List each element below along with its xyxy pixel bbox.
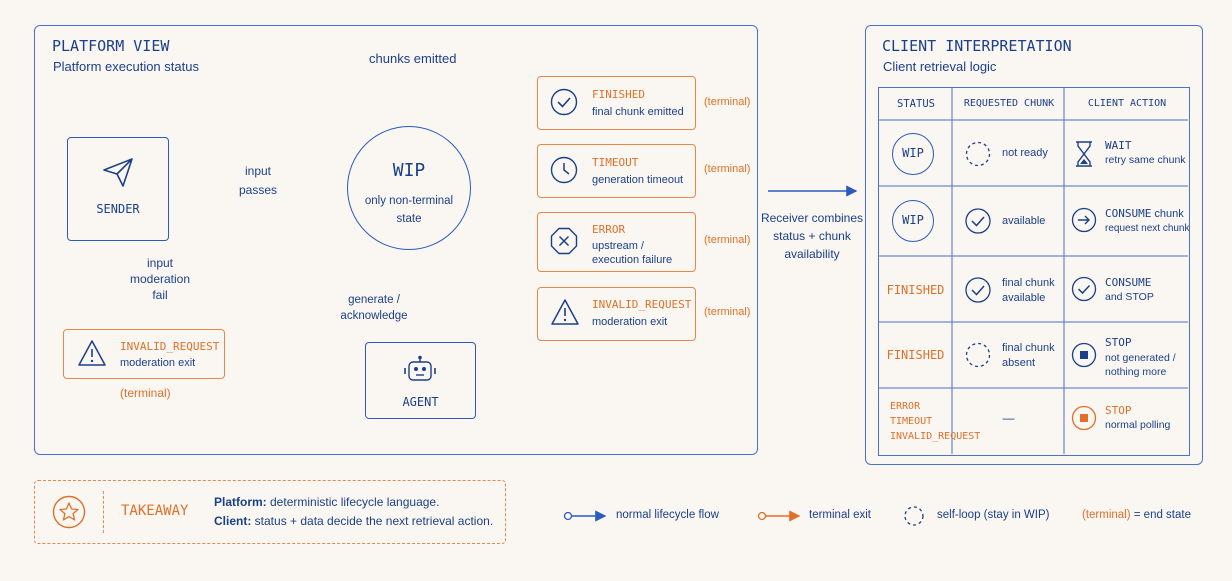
warning-triangle-icon xyxy=(78,340,106,366)
agent-label: AGENT xyxy=(402,395,439,409)
action-title: CONSUME xyxy=(1105,276,1152,289)
takeaway-divider xyxy=(103,491,104,533)
action-title: WAIT xyxy=(1105,139,1132,152)
action-title: STOP xyxy=(1105,336,1132,349)
clock-icon xyxy=(550,156,578,184)
platform-subtitle: Platform execution status xyxy=(53,59,199,74)
exit-error-sub1: upstream / xyxy=(592,240,644,252)
exit-timeout-title: TIMEOUT xyxy=(592,156,639,169)
chunks-emitted-label: chunks emitted xyxy=(369,51,457,66)
table-header-status: STATUS xyxy=(897,98,935,110)
invalid-request-title: INVALID_REQUEST xyxy=(120,340,220,353)
exit-error-terminal: (terminal) xyxy=(704,234,751,246)
sender-node: SENDER xyxy=(67,137,169,241)
legend-end-state: (terminal) = end state xyxy=(1082,509,1191,521)
agent-node: AGENT xyxy=(365,342,476,419)
star-circle-icon xyxy=(52,495,86,529)
exit-finished-sub: final chunk emitted xyxy=(592,106,684,118)
action-sub: retry same chunk xyxy=(1105,154,1186,166)
exit-invalid-title: INVALID_REQUEST xyxy=(592,298,692,311)
action-sub: normal polling xyxy=(1105,419,1171,431)
action-title: STOP xyxy=(1105,404,1132,417)
table-header-action: CLIENT ACTION xyxy=(1087,98,1167,109)
takeaway-line1: Platform: deterministic lifecycle langua… xyxy=(214,495,440,509)
generate-acknowledge-label: generate /acknowledge xyxy=(340,294,408,322)
chunk-text: available xyxy=(1002,215,1046,227)
octagon-x-icon xyxy=(550,227,578,255)
invalid-request-node: INVALID_REQUEST moderation exit xyxy=(63,329,225,379)
client-table: STATUS REQUESTED CHUNK CLIENT ACTION xyxy=(878,87,1190,456)
hourglass-icon xyxy=(1076,141,1092,167)
client-title: CLIENT INTERPRETATION xyxy=(882,37,1072,55)
stop-circle-icon xyxy=(1071,405,1097,431)
exit-error-node: ERROR upstream / execution failure xyxy=(537,212,696,272)
exit-timeout-sub: generation timeout xyxy=(592,174,684,186)
action-sub: and STOP xyxy=(1105,291,1154,303)
arrow-right-circle-icon xyxy=(1071,207,1097,233)
takeaway-box: TAKEAWAY Platform: deterministic lifecyc… xyxy=(34,480,506,544)
chunk-text: — xyxy=(1002,411,1015,425)
exit-timeout-terminal: (terminal) xyxy=(704,163,751,175)
invalid-request-terminal: (terminal) xyxy=(120,386,171,400)
takeaway-line2: Client: status + data decide the next re… xyxy=(214,514,494,528)
exit-finished-title: FINISHED xyxy=(592,88,645,101)
legend-terminal: terminal exit xyxy=(809,509,871,521)
check-circle-icon xyxy=(965,208,991,234)
robot-icon xyxy=(404,355,436,381)
dashed-circle-icon xyxy=(965,342,991,368)
action-sub: not generated /nothing more xyxy=(1105,352,1176,378)
stop-circle-icon xyxy=(1071,342,1097,368)
status-text: FINISHED xyxy=(886,348,945,362)
paper-plane-icon xyxy=(103,158,133,187)
platform-title: PLATFORM VIEW xyxy=(52,37,170,55)
exit-timeout-node: TIMEOUT generation timeout xyxy=(537,144,696,198)
exit-error-sub2: execution failure xyxy=(592,254,673,266)
client-interpretation-panel xyxy=(865,25,1203,465)
warning-triangle-icon xyxy=(551,299,579,325)
check-circle-icon xyxy=(1071,276,1097,302)
chunk-text: not ready xyxy=(1002,147,1048,159)
exit-invalid-sub: moderation exit xyxy=(592,316,668,328)
check-circle-icon xyxy=(550,88,578,116)
exit-finished-terminal: (terminal) xyxy=(704,96,751,108)
exit-invalid-node: INVALID_REQUEST moderation exit xyxy=(537,287,696,341)
status-badge: WIP xyxy=(892,133,934,175)
invalid-request-sub: moderation exit xyxy=(120,357,196,369)
exit-error-title: ERROR xyxy=(592,223,626,236)
check-circle-icon xyxy=(965,277,991,303)
sender-label: SENDER xyxy=(96,202,140,216)
action-title: CONSUME chunk xyxy=(1105,207,1184,220)
legend-normal: normal lifecycle flow xyxy=(616,509,719,521)
table-header-chunk: REQUESTED CHUNK xyxy=(963,98,1055,109)
legend-selfloop: self-loop (stay in WIP) xyxy=(937,509,1050,521)
client-subtitle: Client retrieval logic xyxy=(883,59,997,74)
exit-invalid-terminal: (terminal) xyxy=(704,306,751,318)
dashed-circle-icon xyxy=(965,141,991,167)
status-badge: WIP xyxy=(892,200,934,242)
takeaway-label: TAKEAWAY xyxy=(121,503,189,519)
action-sub: request next chunk xyxy=(1105,223,1190,234)
status-text: FINISHED xyxy=(886,283,945,297)
wip-label: WIP xyxy=(392,160,426,181)
exit-finished-node: FINISHED final chunk emitted xyxy=(537,76,696,130)
